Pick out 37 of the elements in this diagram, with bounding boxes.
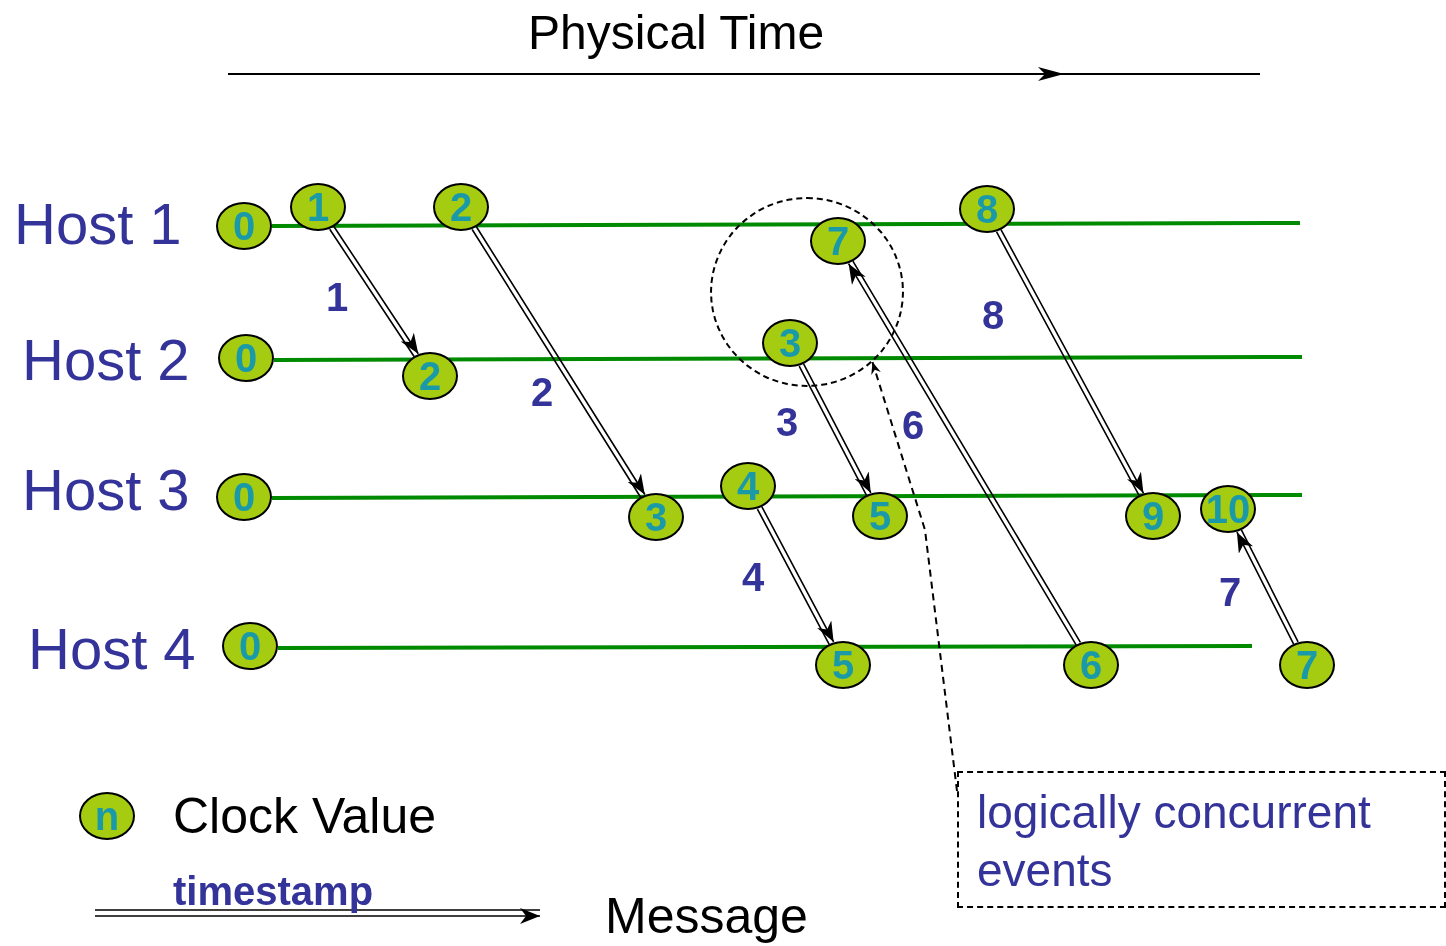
legend-text: Clock Value — [173, 788, 437, 844]
message-arrow — [756, 505, 835, 646]
timestamp-label: timestamp — [173, 868, 374, 914]
message-arrow — [1236, 529, 1299, 645]
clock-value-circle: 5 — [852, 492, 908, 540]
message-arrow — [328, 225, 420, 358]
clock-value-circle: 6 — [1063, 641, 1119, 689]
clock-value-circle: 3 — [762, 319, 818, 367]
clock-value-circle: n — [79, 792, 135, 840]
clock-value-circle: 2 — [433, 183, 489, 231]
clock-value-circle: 4 — [720, 462, 776, 510]
message-arrow — [798, 362, 872, 497]
host-label: Host 2 — [22, 328, 190, 392]
clock-value-circle: 8 — [959, 185, 1015, 233]
host-label: Host 4 — [28, 617, 196, 681]
clock-value-circle: 0 — [216, 202, 272, 250]
axis-title: Physical Time — [528, 6, 825, 60]
clock-value-circle: 10 — [1200, 485, 1256, 533]
clock-value-circle: 5 — [815, 641, 871, 689]
host-label: Host 1 — [14, 192, 182, 256]
clock-value-circle: 9 — [1125, 492, 1181, 540]
clock-value-circle: 1 — [290, 183, 346, 231]
clock-value-circle: 7 — [810, 217, 866, 265]
clock-value-circle: 3 — [628, 493, 684, 541]
message-arrow — [847, 260, 1082, 646]
dashed-circle — [710, 197, 904, 387]
clock-value-circle: 2 — [402, 352, 458, 400]
clock-value-circle: 0 — [218, 334, 274, 382]
dashed-arrow — [871, 361, 958, 792]
clock-value-circle: 0 — [216, 473, 272, 521]
clock-value-circle: 0 — [222, 622, 278, 670]
host-label: Host 3 — [22, 458, 190, 522]
note-box: logically concurrent events — [957, 771, 1446, 908]
message-arrow — [995, 228, 1145, 497]
clock-value-circle: 7 — [1279, 641, 1335, 689]
legend-text: Message — [605, 888, 808, 944]
message-arrow — [471, 226, 646, 498]
